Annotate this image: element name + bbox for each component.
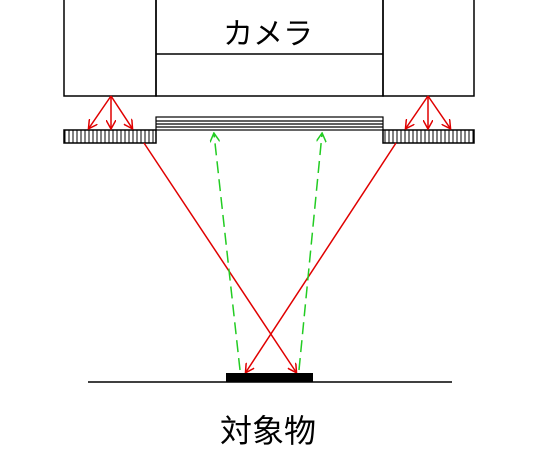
illumination-rays xyxy=(143,142,397,372)
object-plate xyxy=(226,373,313,382)
light-source-left xyxy=(63,129,157,144)
emission-arrows-right xyxy=(406,95,450,128)
emission-arrows-left xyxy=(89,95,132,128)
lens-window xyxy=(155,116,384,131)
camera-left-body xyxy=(63,0,157,97)
camera-right-body xyxy=(382,0,475,97)
illumination-ray-left xyxy=(143,142,296,372)
light-source-right xyxy=(382,129,475,144)
reflected-ray-right xyxy=(298,134,322,371)
reflected-ray-left xyxy=(214,134,241,371)
object-label: 対象物 xyxy=(220,412,316,450)
illumination-ray-right xyxy=(246,142,397,372)
reflected-rays xyxy=(214,134,322,371)
camera-label: カメラ xyxy=(223,17,313,52)
